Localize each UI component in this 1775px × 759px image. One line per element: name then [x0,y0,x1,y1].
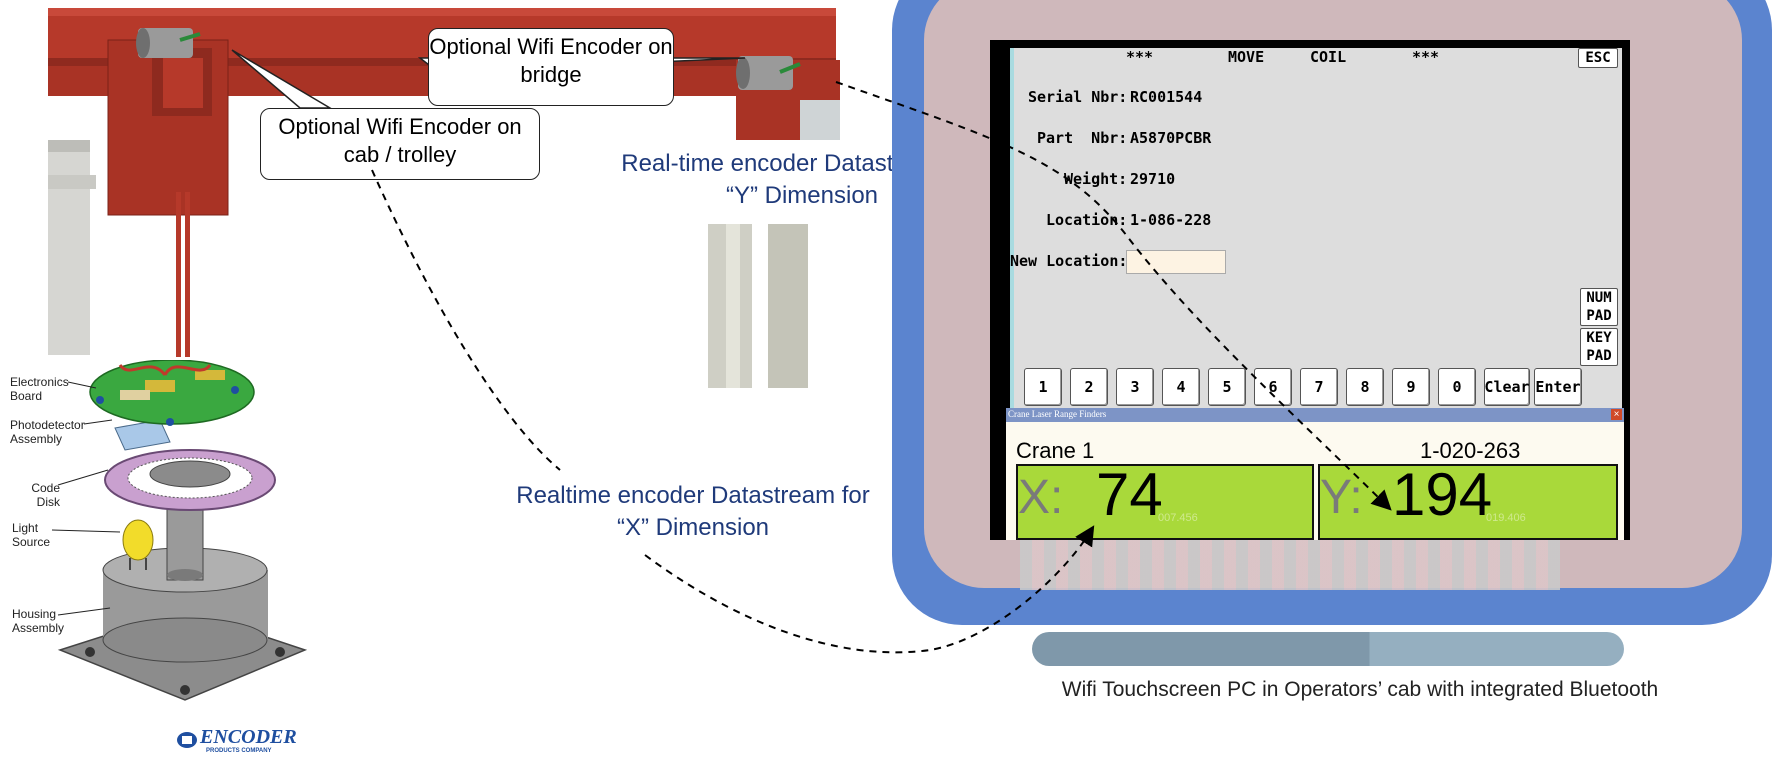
encoder-exploded-diagram [51,360,308,701]
keypad-button[interactable]: KEY PAD [1580,328,1618,366]
laser-window-titlebar: Crane Laser Range Finders × [1006,408,1624,422]
pillar-graphic [708,224,808,388]
numpad-button-label: NUM PAD [1586,290,1612,324]
header-move: MOVE [1228,48,1265,66]
key-clear[interactable]: Clear [1484,368,1530,406]
callout-cab-encoder-text: Optional Wifi Encoder on cab / trolley [278,114,522,167]
key-1[interactable]: 1 [1024,368,1062,406]
key-2[interactable]: 2 [1070,368,1108,406]
numpad-button[interactable]: NUM PAD [1580,288,1618,326]
part-label: Part Nbr: [1037,129,1128,147]
weight-label: Weight: [1064,170,1128,188]
key-4[interactable]: 4 [1162,368,1200,406]
y-readout-label: Y: [1320,471,1363,524]
encoder-brand-logo: ENCODER PRODUCTS COMPANY [176,727,306,757]
new-location-input[interactable] [1126,250,1226,274]
y-readout: Y: 194 019.406 [1318,461,1618,540]
brand-badge-icon [177,732,197,748]
new-location-label: New Location: [1010,252,1128,270]
brand-name: ENCODER [200,726,297,748]
x-readout-value: 74 [1096,461,1163,528]
key-enter[interactable]: Enter [1534,368,1582,406]
key-0[interactable]: 0 [1438,368,1476,406]
label-light-source: Light Source [12,521,51,549]
callout-cab-encoder: Optional Wifi Encoder on cab / trolley [260,108,540,180]
monitor-vent-stripes [1020,540,1560,590]
label-housing-assembly: Housing Assembly [12,607,65,635]
laser-range-window: Crane Laser Range Finders × Crane 1 1-02… [1006,408,1624,540]
brand-subtitle: PRODUCTS COMPANY [206,748,272,754]
y-readout-small: 019.406 [1486,512,1526,524]
key-7[interactable]: 7 [1300,368,1338,406]
y-readout-value: 194 [1392,461,1493,528]
key-3[interactable]: 3 [1116,368,1154,406]
location-value: 1-086-228 [1130,211,1212,229]
key-9[interactable]: 9 [1392,368,1430,406]
y-datastream-arrow [835,81,1392,511]
touchscreen-display: *** MOVE COIL *** ESC Serial Nbr: RC0015… [990,40,1630,540]
callout-bridge-encoder: Optional Wifi Encoder on bridge [428,28,674,106]
callout-bridge-encoder-text: Optional Wifi Encoder on bridge [429,34,673,87]
serial-value: RC001544 [1130,88,1203,106]
key-5[interactable]: 5 [1208,368,1246,406]
x-datastream-arrow [371,169,1090,654]
x-readout-label: X: [1018,471,1064,524]
crane-location: 1-020-263 [1420,438,1521,463]
header-coil: COIL [1310,48,1347,66]
x-readout-small: 007.456 [1158,512,1198,524]
form-left-accent [1010,48,1014,408]
part-value: A5870PCBR [1130,129,1212,147]
label-electronics-board: Electronics Board [10,375,69,403]
caption-x-datastream: Realtime encoder Datastream for “X” Dime… [516,482,870,541]
crane-name: Crane 1 [1016,438,1095,463]
key-8[interactable]: 8 [1346,368,1384,406]
move-coil-form: *** MOVE COIL *** ESC Serial Nbr: RC0015… [1010,48,1622,408]
esc-button[interactable]: ESC [1578,48,1618,68]
location-label: Location: [1046,211,1128,229]
weight-value: 29710 [1130,170,1176,188]
serial-label: Serial Nbr: [1028,88,1128,106]
caption-monitor: Wifi Touchscreen PC in Operators’ cab wi… [1061,678,1659,701]
header-stars-left: *** [1126,48,1154,66]
monitor-stand [1032,632,1624,666]
laser-window-title: Crane Laser Range Finders [1008,409,1107,419]
x-readout: X: 74 007.456 [1016,461,1314,540]
header-stars-right: *** [1412,48,1440,66]
keypad-button-label: KEY PAD [1586,330,1612,364]
key-6[interactable]: 6 [1254,368,1292,406]
keypad-row: 1 2 3 4 5 6 7 8 9 0 Clear Enter [1024,368,1620,408]
close-icon[interactable]: × [1611,409,1622,420]
label-photodetector-assembly: Photodetector Assembly [10,418,85,446]
label-code-disk: Code Disk [31,481,60,509]
